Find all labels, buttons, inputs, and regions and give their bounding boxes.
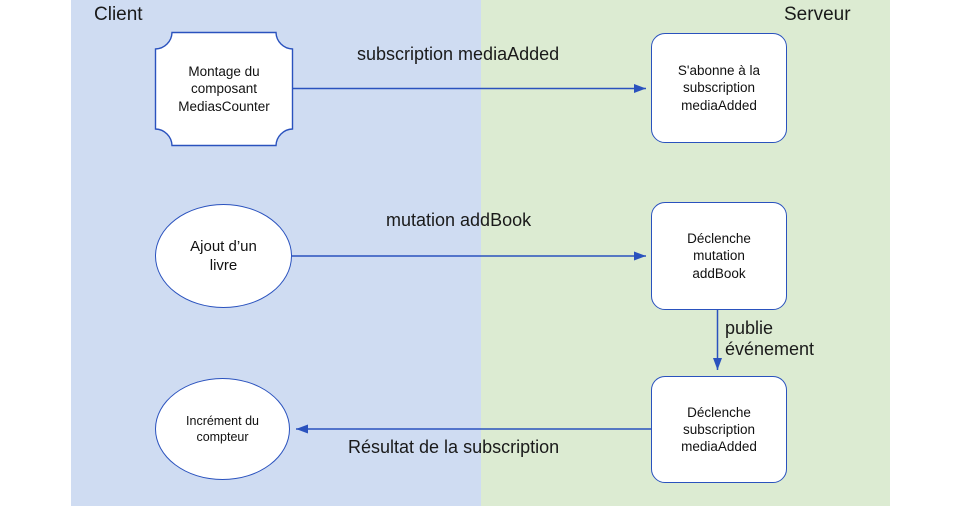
lane-label-client: Client: [94, 4, 143, 25]
node-declenche-mutation[interactable]: Déclenche mutation addBook: [651, 202, 787, 310]
node-declenche-mutation-label: Déclenche mutation addBook: [687, 231, 751, 281]
node-declenche-subscription[interactable]: Déclenche subscription mediaAdded: [651, 376, 787, 483]
node-ajout-livre[interactable]: Ajout d’un livre: [155, 204, 292, 308]
node-ajout-livre-label: Ajout d’un livre: [190, 237, 257, 274]
edge-label-mutation-addbook: mutation addBook: [386, 210, 532, 230]
node-montage-label: Montage du composant MediasCounter: [178, 64, 270, 114]
node-shape-montage: [154, 31, 294, 147]
edge-label-resultat-subscription: Résultat de la subscription: [348, 437, 560, 457]
node-increment-compteur[interactable]: Incrément du compteur: [155, 378, 290, 480]
edge-label-subscription-mediaadded: subscription mediaAdded: [357, 44, 560, 64]
node-declenche-subscription-label: Déclenche subscription mediaAdded: [681, 404, 757, 455]
edge-label-publie-evenement: publie événement: [725, 318, 815, 360]
node-abonne-label: S'abonne à la subscription mediaAdded: [677, 63, 761, 113]
node-increment-compteur-label: Incrément du compteur: [186, 414, 259, 444]
node-montage[interactable]: Montage du composant MediasCounter: [155, 32, 293, 146]
node-abonne[interactable]: S'abonne à la subscription mediaAdded: [651, 33, 787, 143]
lane-label-server: Serveur: [784, 4, 851, 25]
